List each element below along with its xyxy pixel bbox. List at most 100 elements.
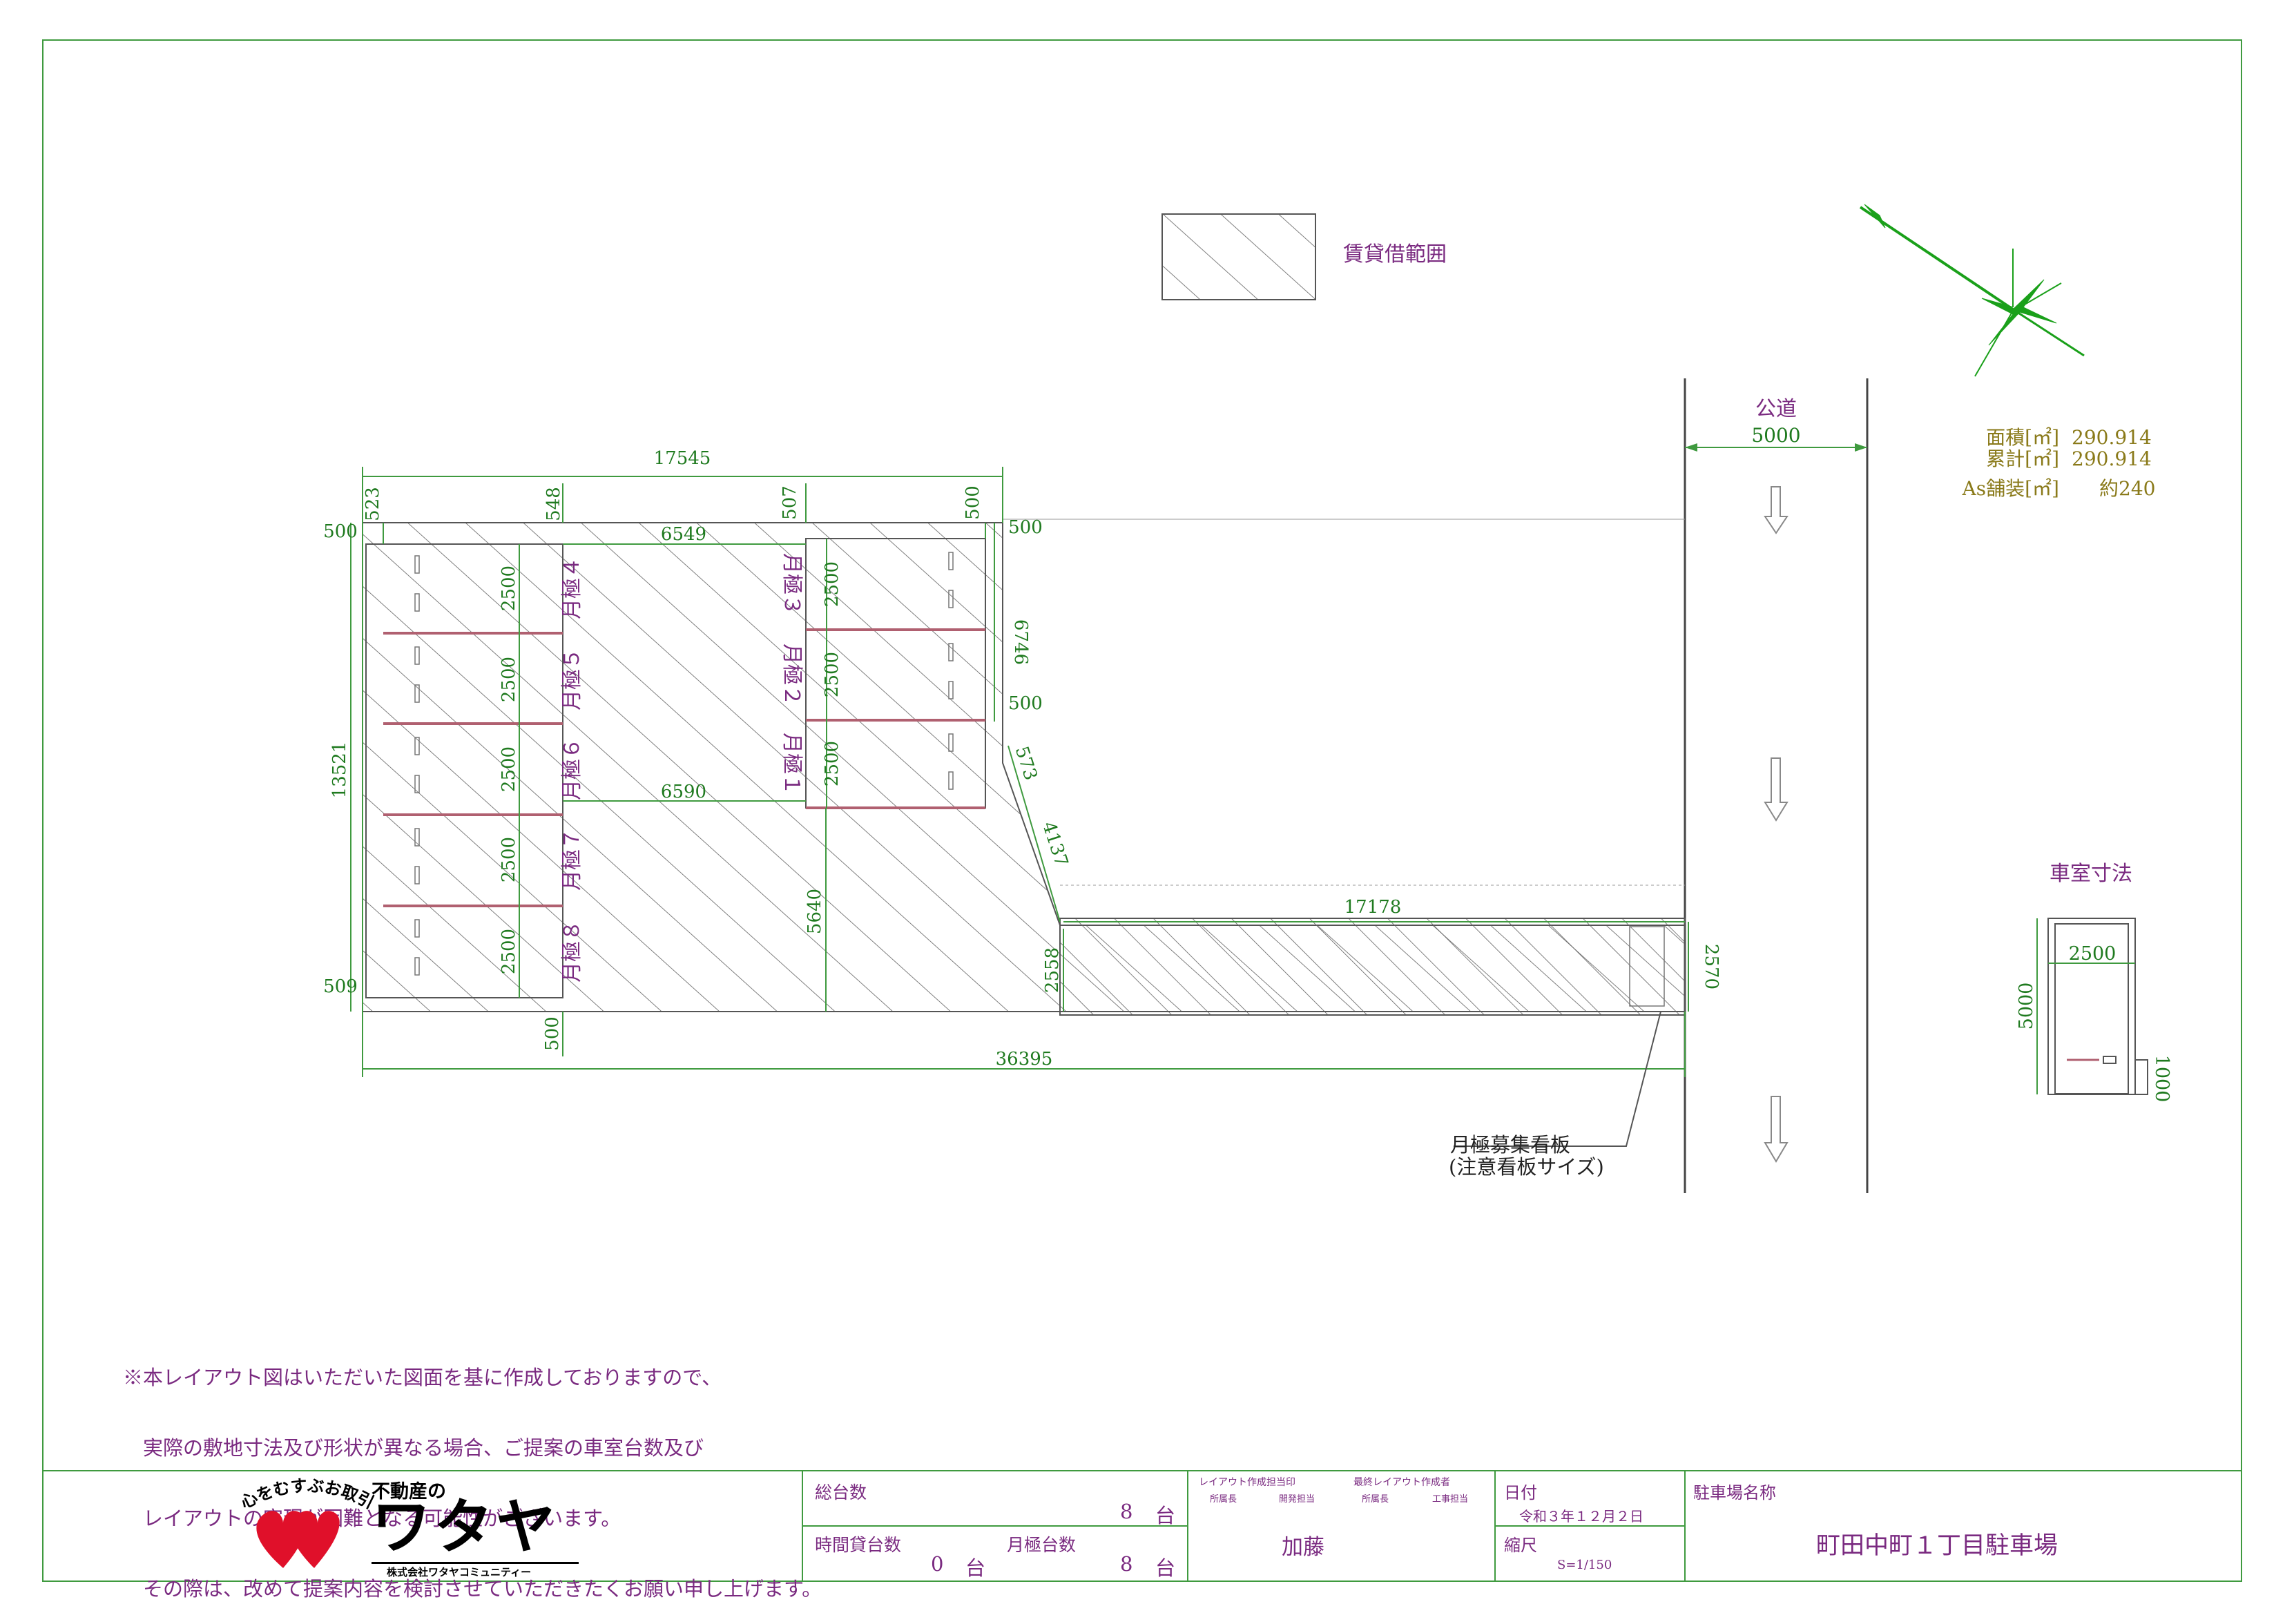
stall-dim: 2500	[822, 741, 842, 786]
stall-labels: 月極４ 月極５ 月極６ 月極７ 月極８ 月極３ 月極２ 月極１	[560, 553, 804, 983]
dim-mid-height: 5640	[804, 889, 825, 934]
dim-right-mid: 500	[1008, 693, 1043, 714]
stall-label: 月極２	[780, 644, 804, 706]
brand-company: 株式会社ワタヤコミュニティー	[387, 1566, 532, 1578]
dim-left-height: 13521	[329, 742, 350, 799]
area-label: As舗装[㎡]	[1962, 477, 2059, 500]
stall-dim: 2500	[499, 929, 519, 974]
dim-top-right: 500	[963, 485, 983, 520]
heart-logo-icon	[256, 1511, 340, 1568]
approvals-label: レイアウト作成担当印	[1199, 1477, 1295, 1488]
scale-value: S=1/150	[1557, 1558, 1612, 1572]
brand-name: ワタヤ	[372, 1493, 558, 1562]
note-line: ※本レイアウト図はいただいた図面を基に作成しておりますので、	[123, 1366, 722, 1389]
stall-dim: 2500	[499, 837, 519, 882]
road-width: 5000	[1751, 424, 1800, 447]
dim-top-left: 523	[363, 487, 383, 521]
logo-tagline: 心をむすぶお取引	[238, 1476, 377, 1513]
dimension-lines	[350, 467, 1689, 1077]
approvals-label: 最終レイアウト作成者	[1353, 1477, 1450, 1488]
left-stall-block	[365, 543, 563, 998]
role-label: 所属長	[1362, 1494, 1389, 1505]
right-stall-wheelstops	[948, 552, 954, 790]
area-value: 290.914	[2072, 447, 2152, 470]
brand-rule	[372, 1562, 579, 1564]
dim-left-top: 500	[323, 521, 358, 542]
car-dims-width: 2500	[2069, 943, 2117, 965]
dim-top-mid2: 507	[780, 485, 800, 520]
stall-dim: 2500	[822, 652, 842, 697]
legend-swatch	[1161, 213, 1316, 300]
road-label: 公道	[1755, 397, 1797, 421]
author-name: 加藤	[1282, 1535, 1324, 1560]
stall-dim: 2500	[499, 566, 519, 611]
note-line: レイアウトの実現が困難となる可能性がございます。	[123, 1507, 621, 1530]
role-label: 所属長	[1210, 1494, 1237, 1505]
north-compass-icon	[1859, 204, 2085, 377]
hourly-unit: 台	[965, 1556, 986, 1580]
stall-label: 月極４	[560, 557, 584, 619]
note-line: 実際の敷地寸法及び形状が異なる場合、ご提案の車室台数及び	[123, 1436, 704, 1460]
area-summary: 面積[㎡] 290.914 累計[㎡] 290.914 As舗装[㎡] 約240	[1962, 426, 2156, 500]
area-label: 面積[㎡]	[1986, 426, 2059, 449]
stall-dim: 2500	[822, 561, 842, 607]
dim-bottom-total: 36395	[996, 1049, 1053, 1070]
dim-diag-long: 4137	[1038, 819, 1072, 869]
sign-sublabel: (注意看板サイズ)	[1449, 1155, 1604, 1179]
area-label: 累計[㎡]	[1986, 447, 2059, 470]
brand-subtitle: 不動産の	[372, 1481, 446, 1502]
stall-label: 月極３	[780, 553, 804, 615]
left-stall-wheelstops	[414, 555, 420, 976]
stall-label: 月極５	[560, 648, 584, 710]
dim-inner-width-top: 6549	[661, 524, 706, 545]
role-label: 開発担当	[1279, 1494, 1315, 1505]
company-logo: 心をむすぶお取引 不動産の ワタヤ 株式会社ワタヤコミュニティー	[200, 1471, 579, 1581]
dim-left-bottom: 509	[323, 976, 358, 997]
car-dims-lines	[2036, 918, 2135, 1094]
stall-length-labels: 2500 2500 2500 2500 2500 2500 2500 2500	[499, 561, 842, 974]
outer-frame	[42, 39, 2242, 1582]
monthly-unit: 台	[1155, 1556, 1176, 1580]
monthly-value: 8	[1120, 1552, 1133, 1576]
car-dims-length: 5000	[2016, 983, 2037, 1030]
stall-label: 月極８	[560, 920, 584, 983]
hourly-value: 0	[931, 1552, 944, 1576]
stall-label: 月極７	[560, 829, 584, 891]
total-value: 8	[1120, 1500, 1133, 1523]
dim-inner-width-mid: 6590	[661, 782, 706, 802]
scale-label: 縮尺	[1504, 1536, 1537, 1555]
area-value: 約240	[2099, 477, 2155, 500]
title-block-grid	[802, 1471, 1686, 1581]
dim-top-mid1: 548	[543, 487, 564, 521]
stall-dim: 2500	[499, 657, 519, 702]
lot-name: 町田中町１丁目駐車場	[1816, 1532, 2059, 1560]
dimension-texts: 17545 523 548 507 500 500 500 6549 6590 …	[323, 448, 1722, 1070]
sign-label: 月極募集看板	[1450, 1133, 1570, 1157]
legend-label: 賃貸借範囲	[1343, 242, 1447, 267]
access-strip	[1059, 918, 1686, 1016]
left-stall-dividers	[383, 632, 563, 907]
dim-right-top: 500	[1008, 517, 1043, 538]
stall-label: 月極１	[780, 733, 804, 795]
dim-strip-height: 2558	[1042, 947, 1063, 993]
dim-diag-short: 573	[1011, 744, 1041, 782]
sign-leader	[1454, 926, 1665, 1147]
hourly-label: 時間貸台数	[815, 1535, 902, 1555]
dim-end-height: 2570	[1701, 944, 1722, 989]
stall-label: 月極６	[560, 738, 584, 800]
car-dims-title: 車室寸法	[2050, 862, 2132, 886]
dim-bottom-offset: 500	[542, 1016, 563, 1051]
road-direction-arrow-icon	[1764, 486, 1789, 1163]
note-line: その際は、改めて提案内容を検討させていただきたくお願い申し上げます。	[123, 1577, 822, 1601]
car-dims-diagram	[2047, 918, 2148, 1095]
date-value: 令和３年１２月２日	[1519, 1508, 1643, 1525]
dim-strip-length: 17178	[1344, 897, 1402, 918]
stall-dim: 2500	[499, 746, 519, 792]
lot-label: 駐車場名称	[1693, 1483, 1776, 1502]
area-value: 290.914	[2072, 426, 2152, 449]
total-unit: 台	[1155, 1504, 1176, 1527]
date-label: 日付	[1504, 1483, 1537, 1502]
disclaimer-notes: ※本レイアウト図はいただいた図面を基に作成しておりますので、 実際の敷地寸法及び…	[123, 1319, 1090, 1624]
